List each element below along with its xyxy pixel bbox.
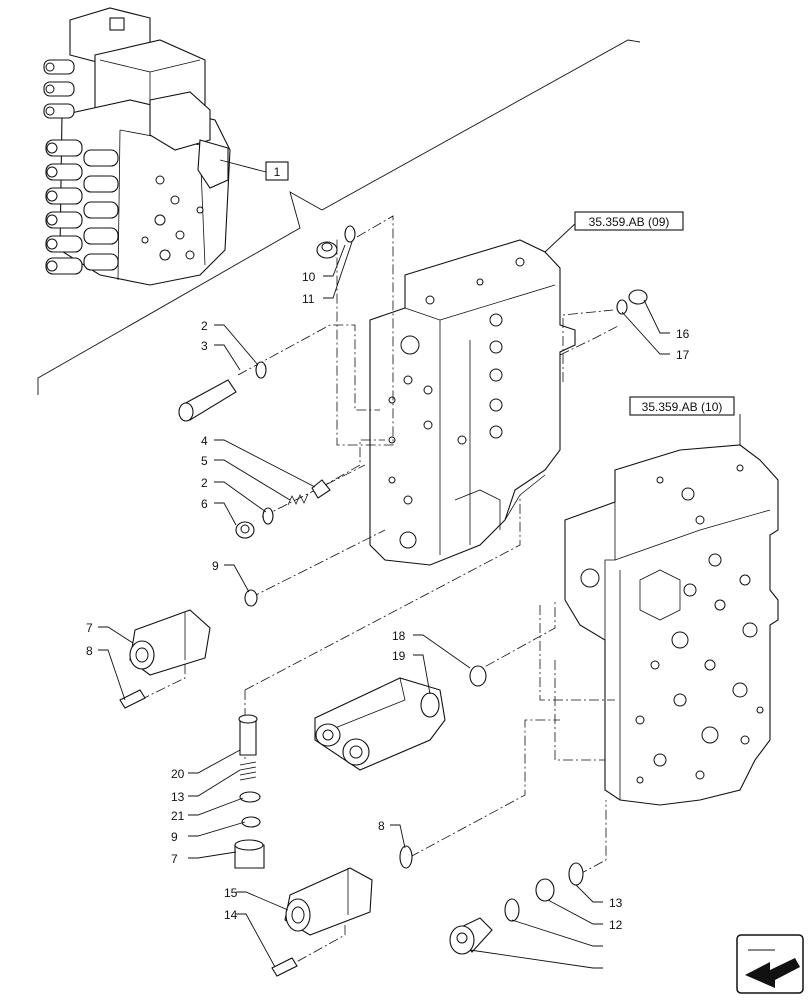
callout-9-upper[interactable]: 9 <box>212 559 219 573</box>
valve-section-10: 35.359.AB (10) <box>564 396 779 806</box>
callout-6[interactable]: 6 <box>201 497 208 511</box>
callout-13-left[interactable]: 9 <box>171 830 178 844</box>
callout-8-upper[interactable]: 8 <box>86 644 93 658</box>
part-10-oring <box>469 665 487 687</box>
callout-18[interactable]: 20 <box>171 767 185 781</box>
part-3-spool-sleeve <box>178 361 267 422</box>
callout-8-lower[interactable]: 14 <box>224 908 238 922</box>
arrow-navigation-icon[interactable] <box>736 934 804 994</box>
callout-10[interactable]: 18 <box>392 629 406 643</box>
callout-19[interactable]: 13 <box>171 790 185 804</box>
callout-9-lower[interactable]: 8 <box>378 819 385 833</box>
solenoid-stack <box>43 59 119 275</box>
callout-3[interactable]: 3 <box>201 339 208 353</box>
callout-2-lower[interactable]: 2 <box>201 476 208 490</box>
callout-2-upper[interactable]: 2 <box>201 319 208 333</box>
callout-22[interactable]: 11 <box>302 292 315 306</box>
part-7b-solenoid-lower <box>271 867 373 977</box>
callout-7-lower[interactable]: 15 <box>224 886 238 900</box>
part-7-solenoid-upper <box>119 609 211 709</box>
callout-21[interactable]: 7 <box>171 852 178 866</box>
section-09-ref-box[interactable]: 35.359.AB (09) <box>589 215 670 229</box>
callout-23[interactable]: 10 <box>302 270 316 284</box>
callout-leaders <box>98 241 670 969</box>
part-12-15-plug-set <box>449 862 584 955</box>
callout-labels: 10 11 2 3 4 5 2 6 9 7 8 16 17 18 19 20 1… <box>86 270 690 932</box>
part-18-21-check-valve <box>234 714 265 869</box>
part-16-plug <box>616 289 648 315</box>
part-4-5-spring-pin <box>235 479 331 539</box>
part-23-plug <box>316 225 356 259</box>
part-9-oring <box>244 589 258 607</box>
callout-14[interactable]: 12 <box>609 918 623 932</box>
section-10-ref-box[interactable]: 35.359.AB (10) <box>642 400 723 414</box>
valve-assembly-overview: 1 <box>37 7 641 395</box>
valve-section-09: 35.359.AB (09) <box>369 211 684 566</box>
callout-7-upper[interactable]: 7 <box>86 621 93 635</box>
callout-20[interactable]: 21 <box>171 809 185 823</box>
callout-16[interactable]: 16 <box>676 327 690 341</box>
callout-5[interactable]: 5 <box>201 454 208 468</box>
callout-17[interactable]: 17 <box>676 348 690 362</box>
assembly-ref-box[interactable]: 1 <box>274 165 281 179</box>
callout-15[interactable]: 13 <box>609 896 623 910</box>
part-9b-oring <box>399 845 413 869</box>
part-11-solenoid-block <box>314 677 446 771</box>
callout-11[interactable]: 19 <box>392 649 406 663</box>
callout-4[interactable]: 4 <box>201 434 208 448</box>
